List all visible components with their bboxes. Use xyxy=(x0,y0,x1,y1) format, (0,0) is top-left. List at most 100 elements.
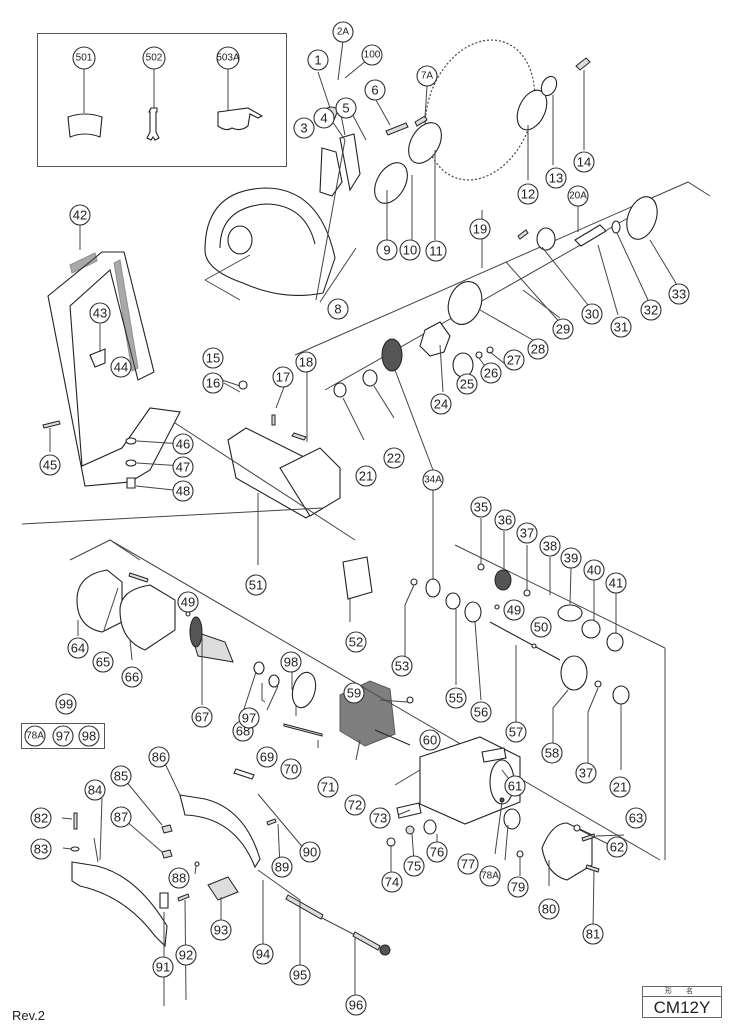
callout-22[interactable]: 22 xyxy=(383,447,405,469)
callout-82[interactable]: 82 xyxy=(30,807,52,829)
callout-48[interactable]: 48 xyxy=(172,480,194,502)
callout-42[interactable]: 42 xyxy=(69,204,91,226)
callout-5[interactable]: 5 xyxy=(335,97,357,119)
callout-6[interactable]: 6 xyxy=(364,79,386,101)
kit-item-78A[interactable]: 78A xyxy=(24,725,46,747)
callout-45[interactable]: 45 xyxy=(39,454,61,476)
callout-13[interactable]: 13 xyxy=(545,167,567,189)
callout-73[interactable]: 73 xyxy=(369,807,391,829)
callout-69[interactable]: 69 xyxy=(256,746,278,768)
callout-12[interactable]: 12 xyxy=(517,183,539,205)
callout-49-right[interactable]: 49 xyxy=(503,599,525,621)
callout-86[interactable]: 86 xyxy=(148,746,170,768)
callout-37-bottom[interactable]: 37 xyxy=(575,762,597,784)
callout-43[interactable]: 43 xyxy=(89,302,111,324)
callout-44[interactable]: 44 xyxy=(110,356,132,378)
callout-4[interactable]: 4 xyxy=(313,107,335,129)
callout-37-top[interactable]: 37 xyxy=(516,522,538,544)
callout-19[interactable]: 19 xyxy=(469,218,491,240)
accessory-502[interactable]: 502 xyxy=(142,46,166,141)
callout-31[interactable]: 31 xyxy=(610,316,632,338)
callout-92[interactable]: 92 xyxy=(175,944,197,966)
kit-item-98[interactable]: 98 xyxy=(78,725,100,747)
callout-36[interactable]: 36 xyxy=(494,509,516,531)
callout-74[interactable]: 74 xyxy=(381,871,403,893)
callout-28[interactable]: 28 xyxy=(527,338,549,360)
callout-77[interactable]: 77 xyxy=(457,853,479,875)
callout-26[interactable]: 26 xyxy=(480,362,502,384)
callout-95[interactable]: 95 xyxy=(289,964,311,986)
callout-80[interactable]: 80 xyxy=(538,898,560,920)
callout-21-top[interactable]: 21 xyxy=(355,465,377,487)
callout-24[interactable]: 24 xyxy=(430,393,452,415)
callout-89[interactable]: 89 xyxy=(271,856,293,878)
callout-57[interactable]: 57 xyxy=(505,721,527,743)
callout-27[interactable]: 27 xyxy=(503,349,525,371)
callout-64[interactable]: 64 xyxy=(67,637,89,659)
callout-51[interactable]: 51 xyxy=(245,574,267,596)
callout-15[interactable]: 15 xyxy=(202,347,224,369)
callout-46[interactable]: 46 xyxy=(172,433,194,455)
callout-16[interactable]: 16 xyxy=(202,372,224,394)
callout-72[interactable]: 72 xyxy=(344,794,366,816)
accessory-503A[interactable]: 503A xyxy=(216,46,264,131)
callout-11[interactable]: 11 xyxy=(425,240,447,262)
callout-21-bottom[interactable]: 21 xyxy=(609,776,631,798)
callout-2A[interactable]: 2A xyxy=(332,21,354,43)
callout-25[interactable]: 25 xyxy=(456,373,478,395)
callout-66[interactable]: 66 xyxy=(121,666,143,688)
callout-33[interactable]: 33 xyxy=(668,283,690,305)
callout-59[interactable]: 59 xyxy=(343,682,365,704)
callout-78A[interactable]: 78A xyxy=(479,865,501,887)
callout-9[interactable]: 9 xyxy=(376,239,398,261)
callout-60[interactable]: 60 xyxy=(419,729,441,751)
callout-79[interactable]: 79 xyxy=(507,876,529,898)
callout-65[interactable]: 65 xyxy=(92,651,114,673)
callout-50[interactable]: 50 xyxy=(530,616,552,638)
callout-96[interactable]: 96 xyxy=(345,994,367,1016)
callout-1[interactable]: 1 xyxy=(307,49,329,71)
callout-81[interactable]: 81 xyxy=(582,923,604,945)
callout-70[interactable]: 70 xyxy=(280,758,302,780)
callout-35[interactable]: 35 xyxy=(470,496,492,518)
callout-83[interactable]: 83 xyxy=(30,838,52,860)
callout-49-left[interactable]: 49 xyxy=(177,591,199,613)
kit-item-97[interactable]: 97 xyxy=(52,725,74,747)
accessory-501[interactable]: 501 xyxy=(67,46,103,138)
callout-40[interactable]: 40 xyxy=(583,559,605,581)
callout-93[interactable]: 93 xyxy=(210,919,232,941)
callout-52[interactable]: 52 xyxy=(345,631,367,653)
callout-85[interactable]: 85 xyxy=(110,765,132,787)
callout-100[interactable]: 100 xyxy=(361,44,383,66)
callout-53[interactable]: 53 xyxy=(391,655,413,677)
callout-94[interactable]: 94 xyxy=(252,943,274,965)
callout-87[interactable]: 87 xyxy=(110,806,132,828)
callout-67[interactable]: 67 xyxy=(191,706,213,728)
callout-98[interactable]: 98 xyxy=(280,651,302,673)
callout-55[interactable]: 55 xyxy=(445,687,467,709)
callout-84[interactable]: 84 xyxy=(84,779,106,801)
callout-47[interactable]: 47 xyxy=(172,456,194,478)
callout-90[interactable]: 90 xyxy=(299,841,321,863)
callout-20A[interactable]: 20A xyxy=(567,185,589,207)
callout-99[interactable]: 99 xyxy=(55,693,77,715)
callout-7A[interactable]: 7A xyxy=(416,65,438,87)
callout-97[interactable]: 97 xyxy=(238,707,260,729)
callout-91[interactable]: 91 xyxy=(152,956,174,978)
callout-63[interactable]: 63 xyxy=(625,807,647,829)
callout-18[interactable]: 18 xyxy=(295,351,317,373)
callout-75[interactable]: 75 xyxy=(403,855,425,877)
callout-17[interactable]: 17 xyxy=(272,366,294,388)
callout-88[interactable]: 88 xyxy=(168,867,190,889)
callout-14[interactable]: 14 xyxy=(573,151,595,173)
callout-8[interactable]: 8 xyxy=(327,298,349,320)
callout-30[interactable]: 30 xyxy=(581,303,603,325)
callout-10[interactable]: 10 xyxy=(399,239,421,261)
callout-34A[interactable]: 34A xyxy=(422,469,444,491)
callout-62[interactable]: 62 xyxy=(606,836,628,858)
callout-58[interactable]: 58 xyxy=(541,742,563,764)
callout-41[interactable]: 41 xyxy=(605,572,627,594)
callout-38[interactable]: 38 xyxy=(539,535,561,557)
callout-39[interactable]: 39 xyxy=(560,547,582,569)
callout-3[interactable]: 3 xyxy=(293,117,315,139)
